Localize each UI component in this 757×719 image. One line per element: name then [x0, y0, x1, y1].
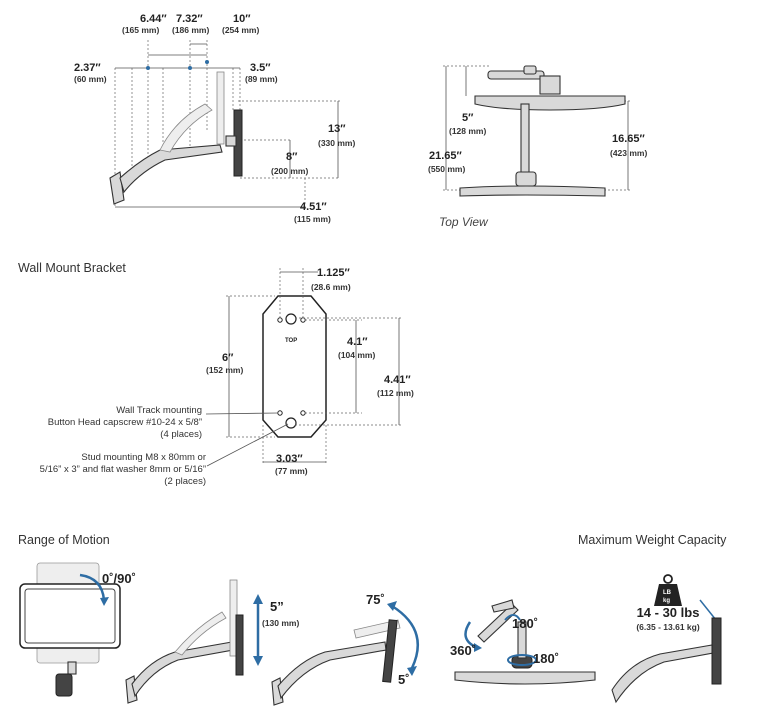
top-view: 5″ (128 mm) 16.65″ (423 mm) 21.65″ (550 …: [428, 65, 647, 229]
dim-bracket-2-mm: (152 mm): [206, 365, 243, 375]
dim-bracket-2: 6″: [222, 352, 234, 364]
note-track-line-2: Button Head capscrew #10-24 x 5/8”: [48, 417, 202, 428]
dim-top-2-mm: (423 mm): [610, 148, 647, 158]
weight-icon-lb: LB: [663, 590, 672, 596]
dim-top-3-mm: (550 mm): [428, 164, 465, 174]
dim-bracket-1: 1.125″: [317, 267, 351, 279]
dim-bracket-4: 4.41″: [384, 374, 411, 386]
dim-bracket-5: 3.03″: [276, 453, 303, 465]
dim-side-2-mm: (186 mm): [172, 25, 209, 35]
weight-icon: LB kg: [654, 574, 682, 606]
dim-top-1-mm: (128 mm): [449, 126, 486, 136]
dim-side-3-mm: (254 mm): [222, 25, 259, 35]
dim-side-2: 7.32″: [176, 13, 203, 25]
dim-side-6-mm: (330 mm): [318, 138, 355, 148]
note-stud-line-1: Stud mounting M8 x 80mm or: [81, 452, 206, 463]
dim-top-3: 21.65″: [429, 150, 463, 162]
wall-mount-bracket: Wall Mount Bracket TOP 1.125″ (28.6 mm) …: [18, 261, 414, 487]
range-of-motion: Range of Motion 0˚/90˚ 5” (130 mm) 75˚ 5…: [18, 533, 596, 706]
bracket-top-label: TOP: [285, 338, 297, 344]
pan-label: 180˚: [512, 616, 538, 631]
dim-side-8-mm: (115 mm): [294, 214, 331, 224]
dim-top-2: 16.65″: [612, 133, 646, 145]
note-track-line-3: (4 places): [160, 429, 202, 440]
motion-title: Range of Motion: [18, 533, 110, 547]
dim-side-8: 4.51″: [300, 201, 327, 213]
top-view-caption: Top View: [439, 215, 489, 229]
weight-range: 14 - 30 lbs: [637, 605, 700, 620]
base-pan-label: 180˚: [533, 651, 559, 666]
dim-bracket-5-mm: (77 mm): [275, 466, 308, 476]
dim-side-1: 6.44″: [140, 13, 167, 25]
dim-side-5-mm: (89 mm): [245, 74, 278, 84]
lift-label-mm: (130 mm): [262, 618, 299, 628]
note-track-line-1: Wall Track mounting: [116, 405, 202, 416]
lift-label: 5”: [270, 599, 284, 614]
weight-icon-kg: kg: [663, 598, 670, 604]
note-stud-line-2: 5/16” x 3” and flat washer 8mm or 5/16”: [40, 464, 206, 475]
maximum-weight: Maximum Weight Capacity LB kg 14 - 30 lb…: [578, 533, 727, 704]
dim-top-1: 5″: [462, 112, 474, 124]
dim-side-5: 3.5″: [250, 62, 271, 74]
side-view: 6.44″ (165 mm) 7.32″ (186 mm) 10″ (254 m…: [74, 13, 355, 224]
dim-side-7-mm: (200 mm): [271, 166, 308, 176]
weight-title: Maximum Weight Capacity: [578, 533, 727, 547]
dim-bracket-3: 4.1″: [347, 336, 368, 348]
dim-side-1-mm: (165 mm): [122, 25, 159, 35]
dim-side-3: 10″: [233, 13, 251, 25]
note-stud-line-3: (2 places): [164, 476, 206, 487]
dim-bracket-4-mm: (112 mm): [377, 388, 414, 398]
dim-side-7: 8″: [286, 151, 298, 163]
dim-bracket-1-mm: (28.6 mm): [311, 282, 351, 292]
tilt-down-label: 5˚: [398, 672, 410, 687]
rotation-label: 0˚/90˚: [102, 571, 136, 586]
weight-range-kg: (6.35 - 13.61 kg): [636, 622, 699, 632]
dim-side-4-mm: (60 mm): [74, 74, 107, 84]
tilt-up-label: 75˚: [366, 592, 385, 607]
dim-bracket-3-mm: (104 mm): [338, 350, 375, 360]
dim-side-6: 13″: [328, 123, 346, 135]
bracket-title: Wall Mount Bracket: [18, 261, 126, 275]
bracket-plate: [262, 295, 327, 438]
dim-side-4: 2.37″: [74, 62, 101, 74]
swivel-label: 360˚: [450, 643, 476, 658]
